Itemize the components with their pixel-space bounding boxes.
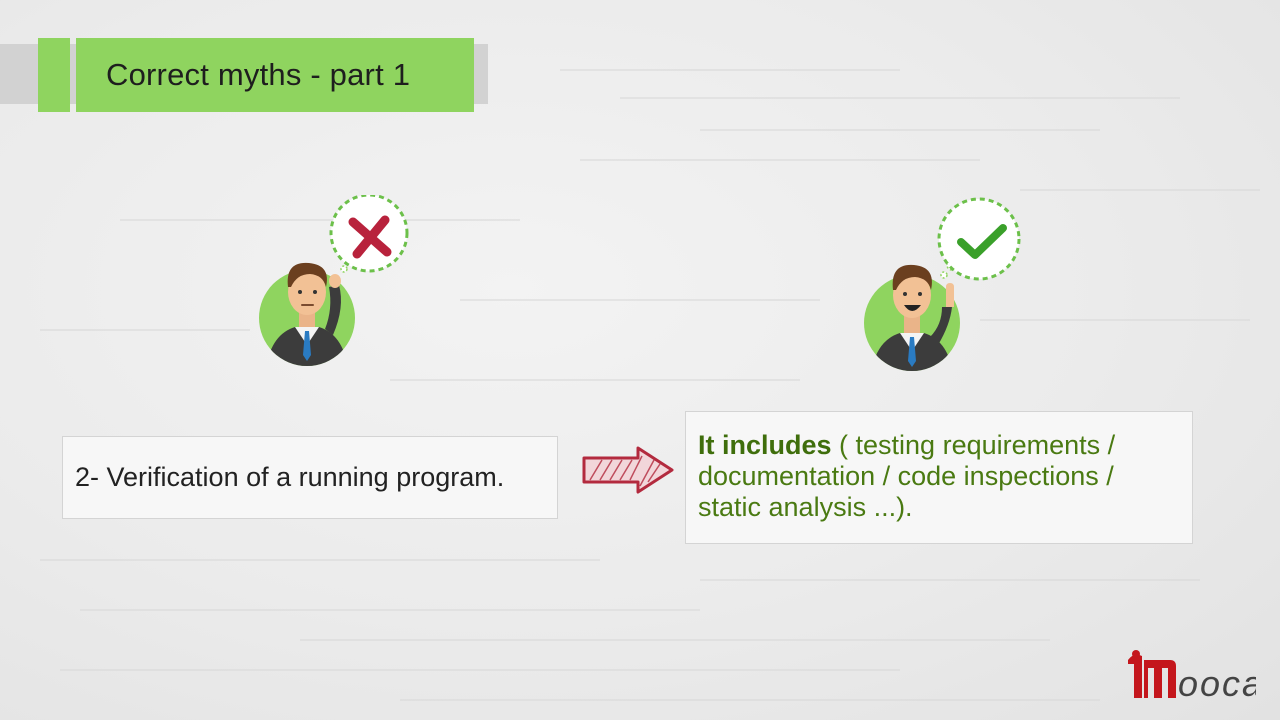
fact-lead: It includes [698, 430, 832, 460]
myth-statement: 2- Verification of a running program. [62, 436, 558, 519]
confused-person-illustration [259, 195, 409, 366]
logo-text: ooca [1178, 663, 1256, 700]
title-tab [38, 38, 70, 112]
myth-text: 2- Verification of a running program. [75, 462, 505, 492]
check-mark-icon [957, 224, 1007, 259]
right-arrow-icon [582, 446, 674, 494]
slide-title: Correct myths - part 1 [76, 38, 474, 112]
fact-statement: It includes ( testing requirements / doc… [685, 411, 1193, 544]
slide-title-banner: Correct myths - part 1 [0, 38, 488, 112]
cross-mark-icon [348, 215, 392, 259]
mooca-logo: ooca [1128, 650, 1256, 700]
fact-text: ( testing requirements / documentation /… [698, 430, 1116, 522]
happy-person-illustration [864, 197, 1021, 371]
